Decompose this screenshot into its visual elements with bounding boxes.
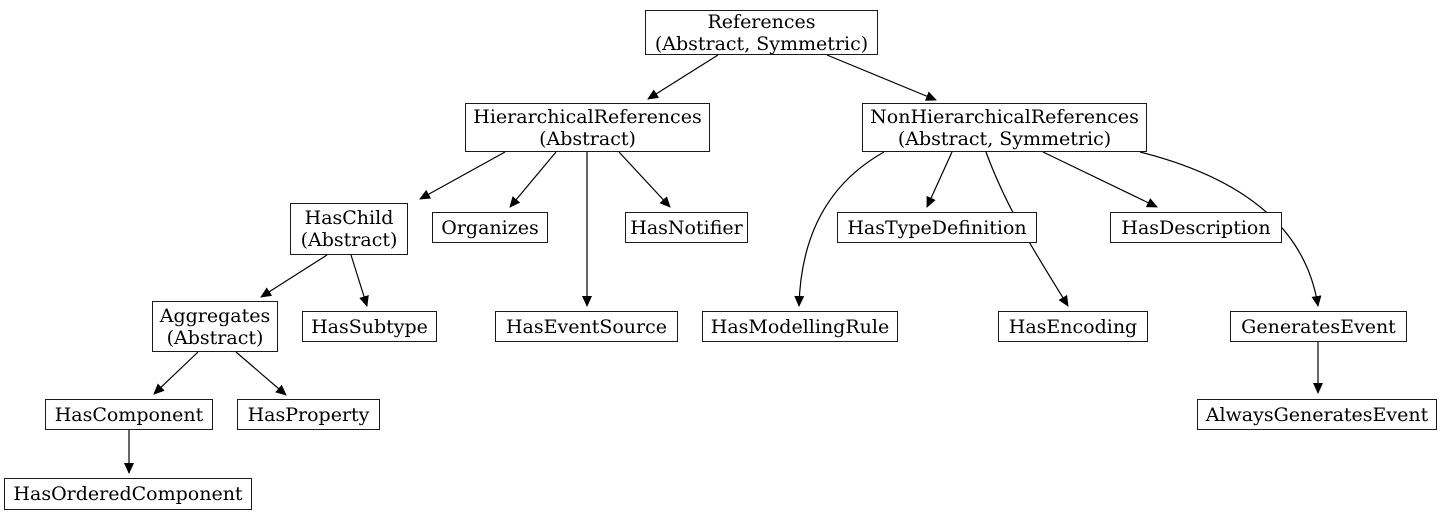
node-has-subtype: HasSubtype [302,311,437,342]
node-non-hierarchical-references-label: NonHierarchicalReferences [870,105,1139,128]
node-has-component-label: HasComponent [54,403,204,426]
edge-non-hierarchical-references-has-type-definition [926,151,953,208]
edge-aggregates-has-property [235,351,287,396]
node-aggregates-annotation: (Abstract) [166,326,264,349]
node-non-hierarchical-references: NonHierarchicalReferences (Abstract, Sym… [862,103,1147,152]
edge-aggregates-has-component [153,351,199,395]
node-has-component: HasComponent [45,399,213,430]
node-hierarchical-references-label: HierarchicalReferences [473,105,702,128]
node-hierarchical-references: HierarchicalReferences (Abstract) [465,103,710,152]
node-has-encoding: HasEncoding [998,311,1148,342]
node-has-type-definition: HasTypeDefinition [837,212,1037,243]
edge-has-child-aggregates [260,254,328,298]
node-references: References (Abstract, Symmetric) [645,10,878,55]
edge-has-child-has-subtype [350,254,369,307]
node-references-annotation: (Abstract, Symmetric) [654,32,869,55]
node-non-hierarchical-references-annotation: (Abstract, Symmetric) [897,127,1112,150]
node-has-child-annotation: (Abstract) [300,229,398,251]
node-has-encoding-label: HasEncoding [1008,315,1138,338]
edge-hierarchical-references-has-notifier [618,151,671,208]
node-has-description: HasDescription [1110,212,1282,243]
node-has-modelling-rule: HasModellingRule [702,311,898,342]
node-has-ordered-component: HasOrderedComponent [4,478,252,510]
node-hierarchical-references-annotation: (Abstract) [539,127,636,150]
node-has-notifier-label: HasNotifier [630,216,743,239]
edge-non-hierarchical-references-has-modelling-rule [794,151,885,307]
edge-non-hierarchical-references-generates-event [1139,151,1322,307]
node-references-label: References [707,10,816,33]
node-has-property: HasProperty [237,399,380,430]
node-has-event-source-label: HasEventSource [505,315,668,338]
node-has-description-label: HasDescription [1121,216,1271,239]
edge-non-hierarchical-references-has-description [1042,151,1158,208]
node-has-child-label: HasChild [304,207,394,229]
node-aggregates: Aggregates (Abstract) [152,301,278,352]
node-has-event-source: HasEventSource [495,311,678,342]
node-generates-event: GeneratesEvent [1230,311,1407,342]
node-has-property-label: HasProperty [247,403,370,426]
edge-hierarchical-references-has-child [419,151,506,200]
node-has-modelling-rule-label: HasModellingRule [710,315,890,338]
edge-hierarchical-references-organizes [509,151,557,208]
node-has-type-definition-label: HasTypeDefinition [847,216,1027,239]
node-has-child: HasChild (Abstract) [290,203,408,255]
node-organizes-label: Organizes [441,216,539,239]
node-organizes: Organizes [432,212,548,243]
node-aggregates-label: Aggregates [159,304,271,327]
node-always-generates-event: AlwaysGeneratesEvent [1197,399,1437,430]
edge-references-non-hierarchical-references [826,54,937,101]
edge-references-hierarchical-references [647,54,719,100]
node-has-subtype-label: HasSubtype [311,315,428,338]
node-has-notifier: HasNotifier [625,212,748,243]
node-generates-event-label: GeneratesEvent [1241,315,1396,338]
node-always-generates-event-label: AlwaysGeneratesEvent [1205,403,1429,426]
node-has-ordered-component-label: HasOrderedComponent [13,483,243,505]
